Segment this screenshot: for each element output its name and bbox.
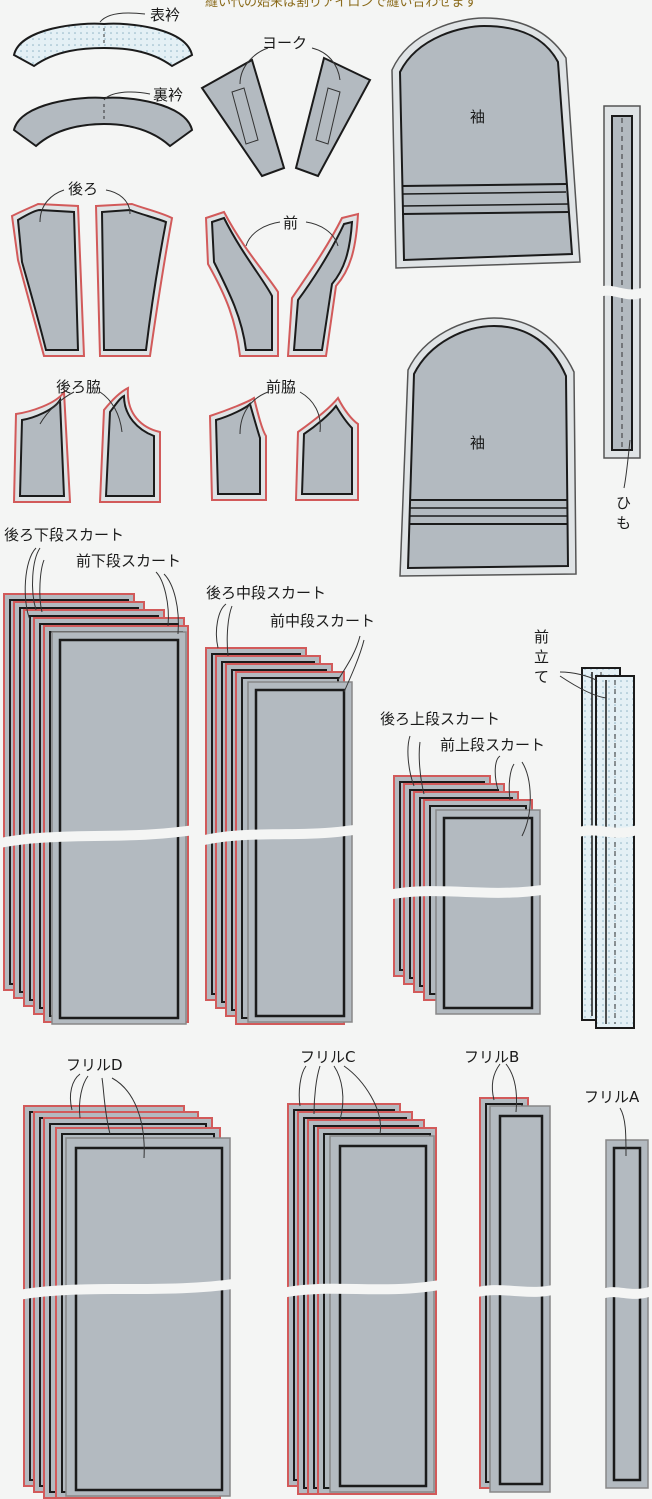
ushiro-right-piece: [94, 202, 174, 357]
chudan-skirt-stack: [200, 647, 360, 1025]
frill-a-label: フリルA: [584, 1088, 640, 1106]
sode-top-piece: [391, 17, 581, 269]
ushiro-waki-left-piece: [12, 388, 72, 503]
yoke-left-piece: [200, 58, 286, 178]
sode-top-label: 袖: [470, 108, 485, 126]
ushiro-waki-label: 後ろ脇: [56, 378, 101, 396]
frill-b-label: フリルB: [464, 1048, 519, 1066]
maetate-label-1: 前: [534, 628, 549, 646]
mae-waki-label: 前脇: [266, 378, 296, 396]
ushiro-chudan-label: 後ろ中段スカート: [206, 584, 326, 602]
ushiro-gedan-label: 後ろ下段スカート: [4, 526, 124, 544]
ushiro-label: 後ろ: [68, 180, 98, 198]
frill-c-label: フリルC: [300, 1048, 355, 1066]
mae-left-piece: [204, 210, 279, 357]
sode-bottom-piece: [399, 317, 577, 577]
mae-waki-left-piece: [208, 396, 267, 501]
mae-right-piece: [286, 212, 360, 357]
sode-bottom-label: 袖: [470, 434, 485, 452]
frill-a-piece: [600, 1139, 652, 1489]
frill-b-stack: [474, 1097, 556, 1493]
himo-label-2: も: [616, 514, 631, 532]
yoke-right-piece: [294, 56, 372, 178]
header-text: 縫い代の始末は割りアイロンで縫い合わせます: [205, 0, 477, 10]
mae-label: 前: [283, 214, 298, 232]
frill-d-stack: [18, 1105, 240, 1499]
yoke-label: ヨーク: [262, 34, 307, 52]
omote-eri-piece: [12, 22, 194, 68]
himo-piece: [598, 105, 646, 459]
mae-jodan-label: 前上段スカート: [440, 736, 545, 754]
frill-c-stack: [282, 1103, 440, 1495]
mae-chudan-label: 前中段スカート: [270, 612, 375, 630]
mae-gedan-label: 前下段スカート: [76, 552, 181, 570]
ushiro-left-piece: [10, 202, 86, 357]
mae-waki-right-piece: [294, 396, 359, 501]
omote-eri-label: 表衿: [150, 6, 180, 24]
ushiro-jodan-label: 後ろ上段スカート: [380, 710, 500, 728]
ura-eri-piece: [12, 96, 194, 148]
himo-label-1: ひ: [616, 494, 631, 512]
maetate-piece: [576, 667, 640, 1029]
jodan-skirt-stack: [388, 775, 548, 1015]
gedan-skirt-stack: [0, 593, 200, 1025]
ura-eri-label: 裏衿: [153, 86, 183, 104]
maetate-label-2: 立: [534, 648, 549, 666]
ushiro-waki-right-piece: [98, 386, 161, 503]
maetate-label-3: て: [534, 668, 549, 686]
frill-d-label: フリルD: [66, 1056, 123, 1074]
